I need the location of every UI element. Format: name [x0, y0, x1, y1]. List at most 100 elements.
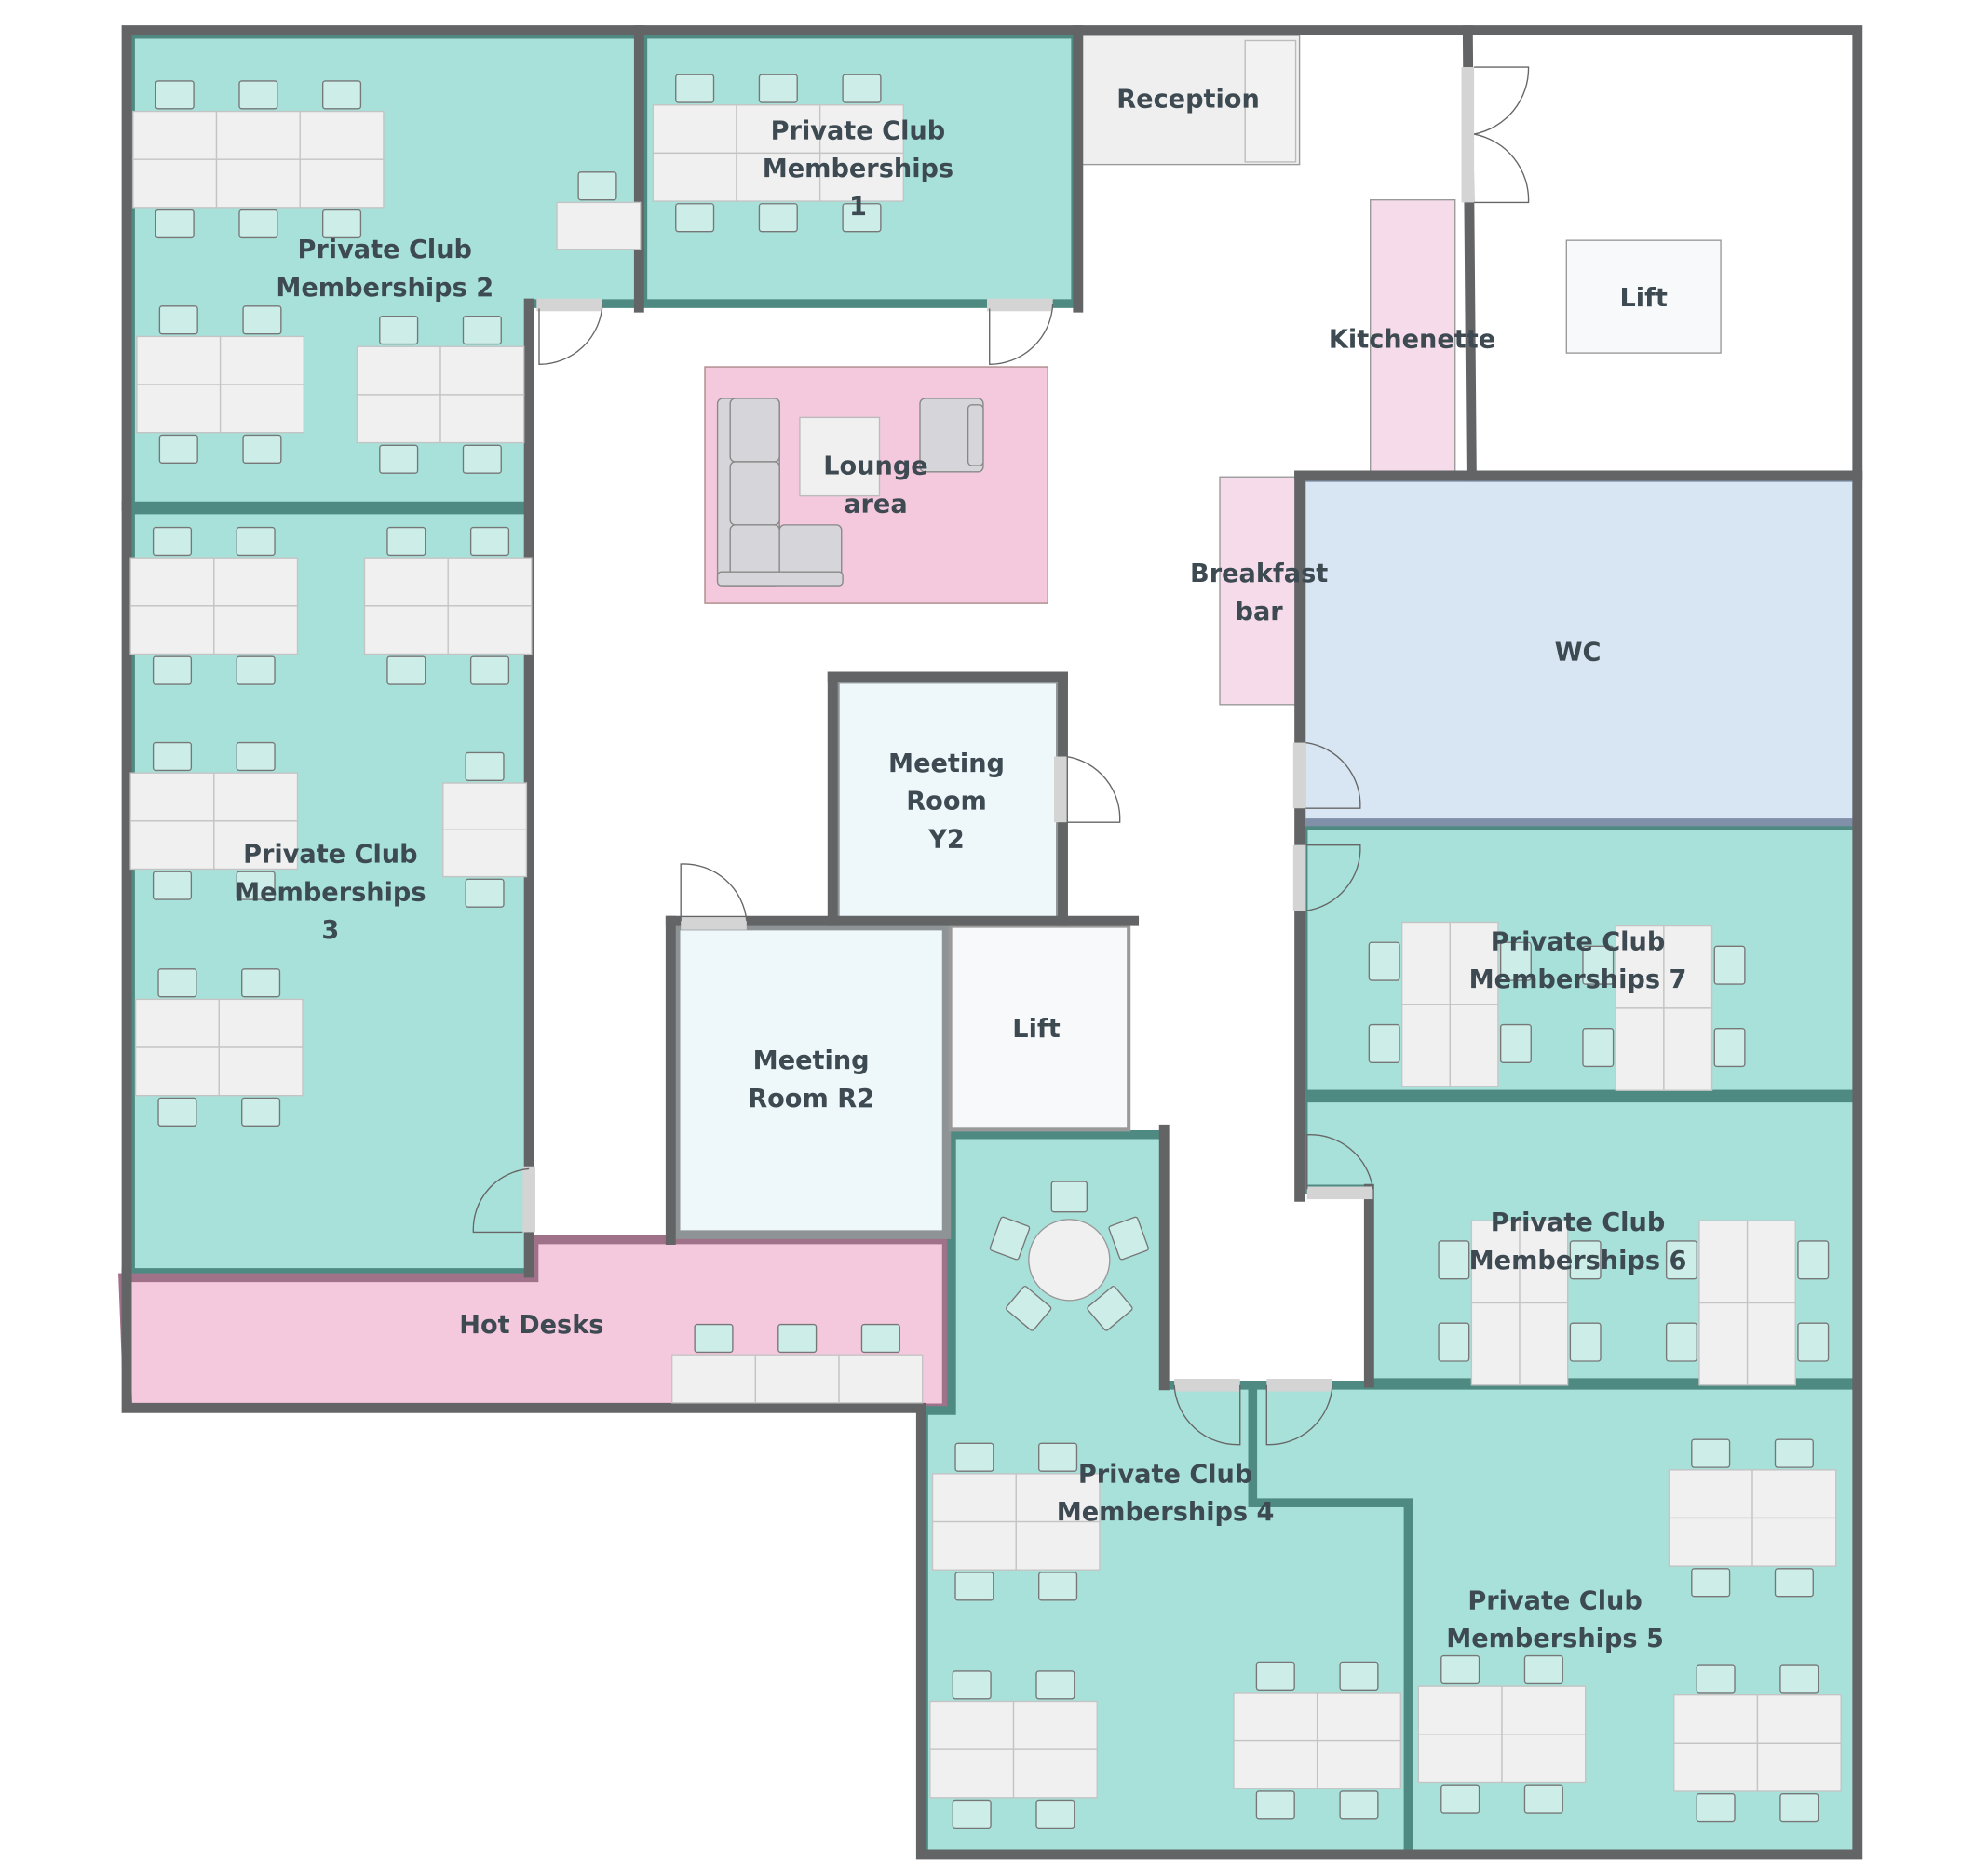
desk — [363, 557, 449, 607]
chair-icon — [386, 526, 426, 557]
chair-icon — [1569, 1240, 1602, 1280]
desk — [1751, 1469, 1837, 1519]
desk — [1501, 1734, 1587, 1784]
desk — [215, 158, 301, 209]
desk — [754, 1354, 840, 1404]
chair-icon — [469, 526, 510, 557]
desk — [442, 829, 528, 878]
label-wc: WC — [1555, 638, 1602, 667]
room-meeting-r2[interactable] — [670, 921, 952, 1239]
desk — [439, 394, 525, 444]
chair-icon — [158, 434, 198, 464]
door-icon — [1305, 741, 1361, 809]
kitchenette-counter[interactable] — [1370, 199, 1456, 477]
chair-icon — [241, 968, 281, 998]
chair-icon — [1255, 1661, 1295, 1691]
chair-icon — [989, 1216, 1031, 1261]
chair-icon — [1050, 1181, 1088, 1213]
desk — [1400, 1004, 1451, 1087]
chair-icon — [241, 1097, 281, 1127]
chair-icon — [379, 444, 419, 474]
desk — [132, 110, 218, 160]
desk — [736, 152, 821, 202]
label-lift-center: Lift — [1012, 1015, 1060, 1044]
desk — [134, 998, 220, 1048]
chair-icon — [1255, 1790, 1295, 1820]
desk — [447, 605, 533, 655]
chair-icon — [236, 655, 276, 685]
chair-icon — [1582, 945, 1615, 985]
desk — [356, 345, 441, 396]
chair-icon — [155, 209, 195, 239]
chair-icon — [158, 305, 198, 335]
desk — [931, 1520, 1017, 1571]
chair-icon — [155, 80, 195, 110]
round-table — [1028, 1219, 1111, 1302]
chair-icon — [1774, 1438, 1814, 1468]
chair-icon — [321, 209, 362, 239]
breakfast-bar[interactable] — [1219, 476, 1301, 706]
chair-icon — [152, 655, 193, 685]
desk — [136, 335, 222, 385]
desk — [736, 104, 821, 155]
desk — [136, 384, 222, 434]
chair-icon — [1006, 1286, 1052, 1331]
desk — [215, 110, 301, 160]
chair-icon — [238, 80, 278, 110]
desk — [213, 605, 299, 655]
coffee-table — [799, 416, 881, 497]
room-meeting-y2[interactable] — [831, 674, 1065, 925]
desk — [439, 345, 525, 396]
chair-icon — [1440, 1784, 1480, 1814]
chair-icon — [1499, 1023, 1532, 1064]
chair-icon — [152, 871, 193, 900]
desk — [363, 605, 449, 655]
desk — [1316, 1739, 1401, 1789]
chair-icon — [1438, 1240, 1470, 1280]
chair-icon — [1696, 1664, 1736, 1694]
chair-icon — [1523, 1654, 1563, 1685]
chair-icon — [321, 80, 362, 110]
desk — [299, 158, 385, 209]
chair-icon — [152, 741, 193, 772]
desk — [838, 1354, 924, 1404]
chair-icon — [954, 1572, 994, 1601]
desk — [129, 772, 215, 822]
desk — [447, 557, 533, 607]
chair-icon — [236, 871, 276, 900]
desk — [652, 152, 737, 202]
chair-icon — [1368, 1023, 1400, 1064]
chair-icon — [675, 203, 715, 233]
chair-icon — [1339, 1661, 1379, 1691]
desk — [1449, 921, 1499, 1005]
desk — [129, 557, 215, 607]
desk — [1519, 1220, 1569, 1304]
door-icon — [680, 863, 748, 922]
desk — [1501, 1685, 1587, 1735]
room-wc[interactable] — [1298, 474, 1860, 827]
desk — [1751, 1517, 1837, 1567]
chair-icon — [1038, 1572, 1078, 1601]
chair-icon — [1499, 941, 1532, 981]
door-icon — [538, 304, 603, 365]
desk — [129, 605, 215, 655]
furniture — [129, 74, 1842, 1829]
chair-icon — [1523, 1784, 1563, 1814]
label-lift-top: Lift — [1619, 284, 1667, 313]
door-icon — [1066, 755, 1121, 823]
desk — [1417, 1734, 1503, 1784]
desk — [213, 557, 299, 607]
chair-icon — [954, 1442, 994, 1472]
lift-top[interactable] — [1565, 239, 1722, 354]
chair-icon — [242, 434, 282, 464]
desk — [219, 384, 304, 434]
label-kitchenette: Kitchenette — [1329, 326, 1495, 355]
chair-icon — [1691, 1438, 1731, 1468]
desk — [1673, 1694, 1759, 1745]
desk — [1615, 1007, 1665, 1091]
